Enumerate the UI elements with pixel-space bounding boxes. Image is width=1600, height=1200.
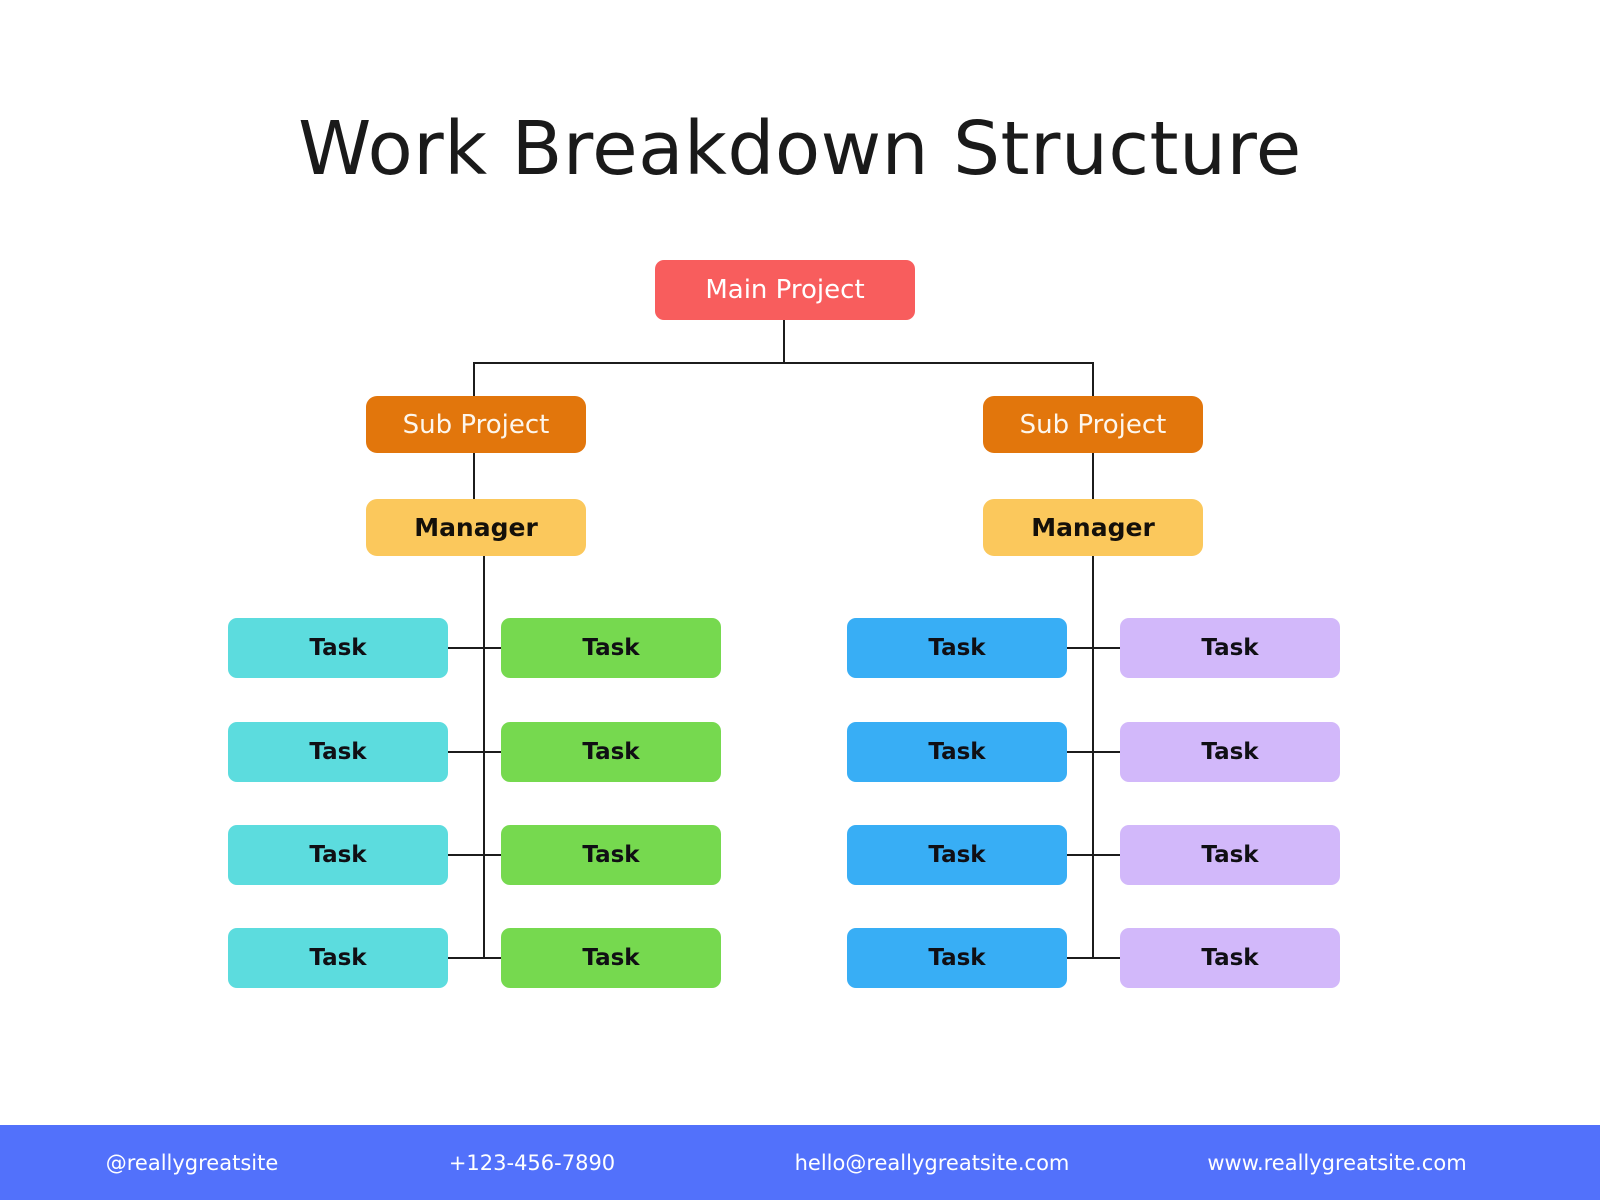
connector-left-row-1	[447, 647, 503, 649]
connector-right-task-trunk	[1092, 555, 1094, 959]
node-manager-left[interactable]: Manager	[366, 499, 586, 556]
node-main-project[interactable]: Main Project	[655, 260, 915, 320]
node-task-label: Task	[309, 842, 367, 868]
connector-left-sub-to-manager	[473, 452, 475, 499]
node-task-left-cyan-1[interactable]: Task	[228, 618, 448, 678]
node-sub-project-left[interactable]: Sub Project	[366, 396, 586, 453]
node-task-label: Task	[928, 842, 986, 868]
node-task-label: Task	[1201, 842, 1259, 868]
connector-left-subproject-drop	[473, 362, 475, 397]
connector-right-row-3	[1066, 854, 1122, 856]
node-task-left-green-2[interactable]: Task	[501, 722, 721, 782]
footer-social-handle[interactable]: @reallygreatsite	[105, 1150, 279, 1175]
node-task-left-green-1[interactable]: Task	[501, 618, 721, 678]
node-sub-project-right-label: Sub Project	[1019, 409, 1167, 440]
node-task-label: Task	[582, 635, 640, 661]
node-task-label: Task	[1201, 945, 1259, 971]
connector-right-row-4	[1066, 957, 1122, 959]
connector-left-row-2	[447, 751, 503, 753]
node-task-right-lavender-3[interactable]: Task	[1120, 825, 1340, 885]
node-sub-project-right[interactable]: Sub Project	[983, 396, 1203, 453]
connector-right-row-1	[1066, 647, 1122, 649]
node-task-left-cyan-3[interactable]: Task	[228, 825, 448, 885]
node-task-right-blue-4[interactable]: Task	[847, 928, 1067, 988]
node-task-label: Task	[582, 739, 640, 765]
page-title: Work Breakdown Structure	[298, 106, 1302, 192]
connector-left-task-trunk	[483, 555, 485, 959]
node-manager-right[interactable]: Manager	[983, 499, 1203, 556]
connector-right-subproject-drop	[1092, 362, 1094, 397]
node-task-label: Task	[309, 739, 367, 765]
connector-root-stem	[783, 318, 785, 364]
node-task-label: Task	[928, 635, 986, 661]
connector-right-sub-to-manager	[1092, 452, 1094, 499]
node-task-label: Task	[309, 635, 367, 661]
connector-left-row-4	[447, 957, 503, 959]
node-task-label: Task	[928, 739, 986, 765]
footer-phone[interactable]: +123-456-7890	[448, 1150, 616, 1175]
node-manager-right-label: Manager	[1031, 513, 1155, 542]
node-task-right-lavender-2[interactable]: Task	[1120, 722, 1340, 782]
node-task-left-cyan-2[interactable]: Task	[228, 722, 448, 782]
node-task-label: Task	[1201, 739, 1259, 765]
node-task-right-blue-3[interactable]: Task	[847, 825, 1067, 885]
connector-root-bus	[473, 362, 1094, 364]
node-task-left-green-3[interactable]: Task	[501, 825, 721, 885]
node-task-label: Task	[1201, 635, 1259, 661]
node-task-right-lavender-4[interactable]: Task	[1120, 928, 1340, 988]
footer-email[interactable]: hello@reallygreatsite.com	[794, 1150, 1070, 1175]
node-task-label: Task	[309, 945, 367, 971]
connector-left-row-3	[447, 854, 503, 856]
node-task-right-blue-1[interactable]: Task	[847, 618, 1067, 678]
node-task-label: Task	[928, 945, 986, 971]
node-manager-left-label: Manager	[414, 513, 538, 542]
footer-website[interactable]: www.reallygreatsite.com	[1207, 1150, 1467, 1175]
footer-bar: @reallygreatsite +123-456-7890 hello@rea…	[0, 1125, 1600, 1200]
node-task-right-blue-2[interactable]: Task	[847, 722, 1067, 782]
connector-right-row-2	[1066, 751, 1122, 753]
node-task-label: Task	[582, 842, 640, 868]
node-sub-project-left-label: Sub Project	[402, 409, 550, 440]
node-task-right-lavender-1[interactable]: Task	[1120, 618, 1340, 678]
node-task-left-green-4[interactable]: Task	[501, 928, 721, 988]
node-main-project-label: Main Project	[705, 275, 865, 305]
node-task-left-cyan-4[interactable]: Task	[228, 928, 448, 988]
node-task-label: Task	[582, 945, 640, 971]
